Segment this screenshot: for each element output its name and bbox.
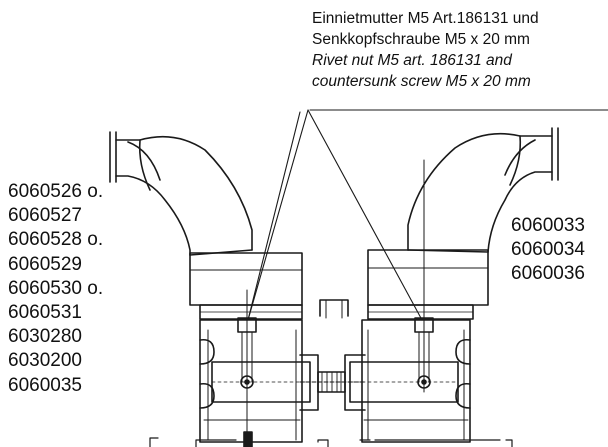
center-flange [319,299,349,319]
part-number: 6030280 [8,326,82,348]
bottom-bracket [149,431,513,447]
callout-text: Einnietmutter M5 Art.186131 und Senkkopf… [312,8,602,92]
callout-line-en-2: countersunk screw M5 x 20 mm [312,73,531,90]
right-part-numbers: 6060033 6060034 6060036 [511,214,585,287]
callout-line-de-1: Einnietmutter M5 Art.186131 und [312,10,539,27]
left-elbow-pipe [109,131,253,256]
callout-line-de-2: Senkkopfschraube M5 x 20 mm [312,31,530,48]
leader-lines [247,109,608,321]
left-duct [189,252,303,320]
left-part-numbers: 6060526 o. 6060527 6060528 o. 6060529 60… [8,180,103,398]
part-number: 6060529 [8,253,82,275]
part-number: 6060035 [8,374,82,396]
screw-axes [246,159,425,433]
part-number: 6060033 [511,215,585,236]
right-housing [344,317,471,443]
callout-line-en-1: Rivet nut M5 art. 186131 and [312,52,512,69]
part-number: 6060527 [8,205,82,227]
part-number: 6030200 [8,350,82,372]
part-number: 6060526 o. [8,181,104,202]
part-number: 6060034 [511,239,585,261]
left-housing [199,317,319,443]
part-number: 6060036 [511,263,585,285]
center-coupling [299,371,366,393]
part-number: 6060528 o. [8,229,104,251]
part-number: 6060531 [8,301,82,323]
part-number: 6060530 o. [8,277,104,299]
right-duct [367,249,489,320]
